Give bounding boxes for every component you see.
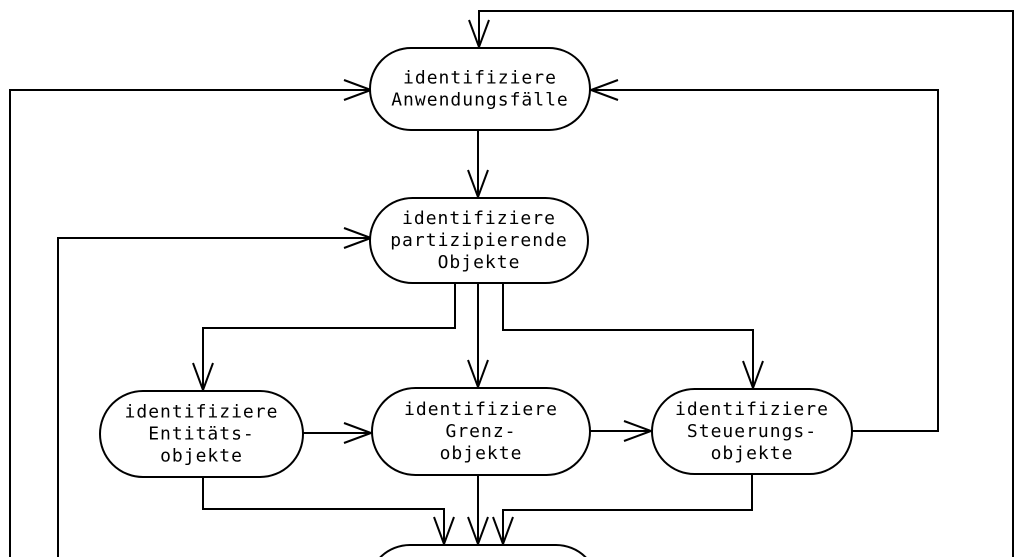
edge-partizipierende-to-entitaets-line <box>202 283 456 390</box>
node-label-line: objekte <box>440 443 523 464</box>
edge-left-inner-loop-to-partizipierende-line <box>57 237 371 557</box>
node-label-line: Grenz- <box>445 421 516 442</box>
node-label-line: Anwendungsfälle <box>391 90 569 111</box>
node-shape <box>379 544 587 557</box>
node-label-line: partizipierende <box>390 230 568 251</box>
node-label-line: objekte <box>160 446 243 467</box>
edge-partizipierende-to-steuerungs <box>502 283 764 391</box>
edge-steuerungs-to-bottom <box>492 474 753 547</box>
node-shape <box>99 390 304 478</box>
edge-partizipierende-to-grenz <box>467 283 489 390</box>
edge-grenz-to-steuerungs <box>590 420 654 442</box>
arrowhead-icon <box>588 79 619 101</box>
node-label-line: identifiziere <box>675 399 829 420</box>
node-label-line: identifiziere <box>402 208 556 229</box>
edge-steuerungs-to-bottom-line <box>502 474 753 544</box>
edge-partizipierende-to-steuerungs-line <box>502 283 754 388</box>
edge-steuerungs-to-anwendungsfaelle-line <box>591 89 939 432</box>
node-label-line: identifiziere <box>125 402 279 423</box>
edge-steuerungs-to-anwendungsfaelle <box>588 79 939 432</box>
node-label-line: Objekte <box>438 252 521 273</box>
edge-grenz-to-bottom <box>467 475 489 547</box>
edge-entitaets-to-bottom-line <box>202 477 445 544</box>
node-label-line: Steuerungs- <box>687 421 817 442</box>
edge-partizipierende-to-entitaets <box>192 283 456 393</box>
node-label-line: objekte <box>711 443 794 464</box>
node-label-line: identifiziere <box>403 68 557 89</box>
node-shape <box>371 387 591 476</box>
edge-left-outer-loop-to-anwendungsfaelle-line <box>9 89 371 557</box>
edge-left-outer-loop-to-anwendungsfaelle <box>9 79 374 557</box>
node-shape <box>651 388 853 475</box>
node-label-line: identifiziere <box>404 399 558 420</box>
node-partial-bottom-node <box>379 544 587 557</box>
arrowhead-icon <box>343 422 374 444</box>
node-label-line: Entitäts- <box>148 424 255 445</box>
edge-entitaets-to-grenz <box>303 422 374 444</box>
edge-entitaets-to-bottom <box>202 477 455 547</box>
node-shape <box>369 47 591 131</box>
arrowhead-icon <box>623 420 654 442</box>
node-shape <box>369 197 589 284</box>
edge-outer-loop-to-anwendungsfaelle-top-line <box>478 10 1014 557</box>
edge-anwendungsfaelle-to-partizipierende <box>467 130 489 200</box>
